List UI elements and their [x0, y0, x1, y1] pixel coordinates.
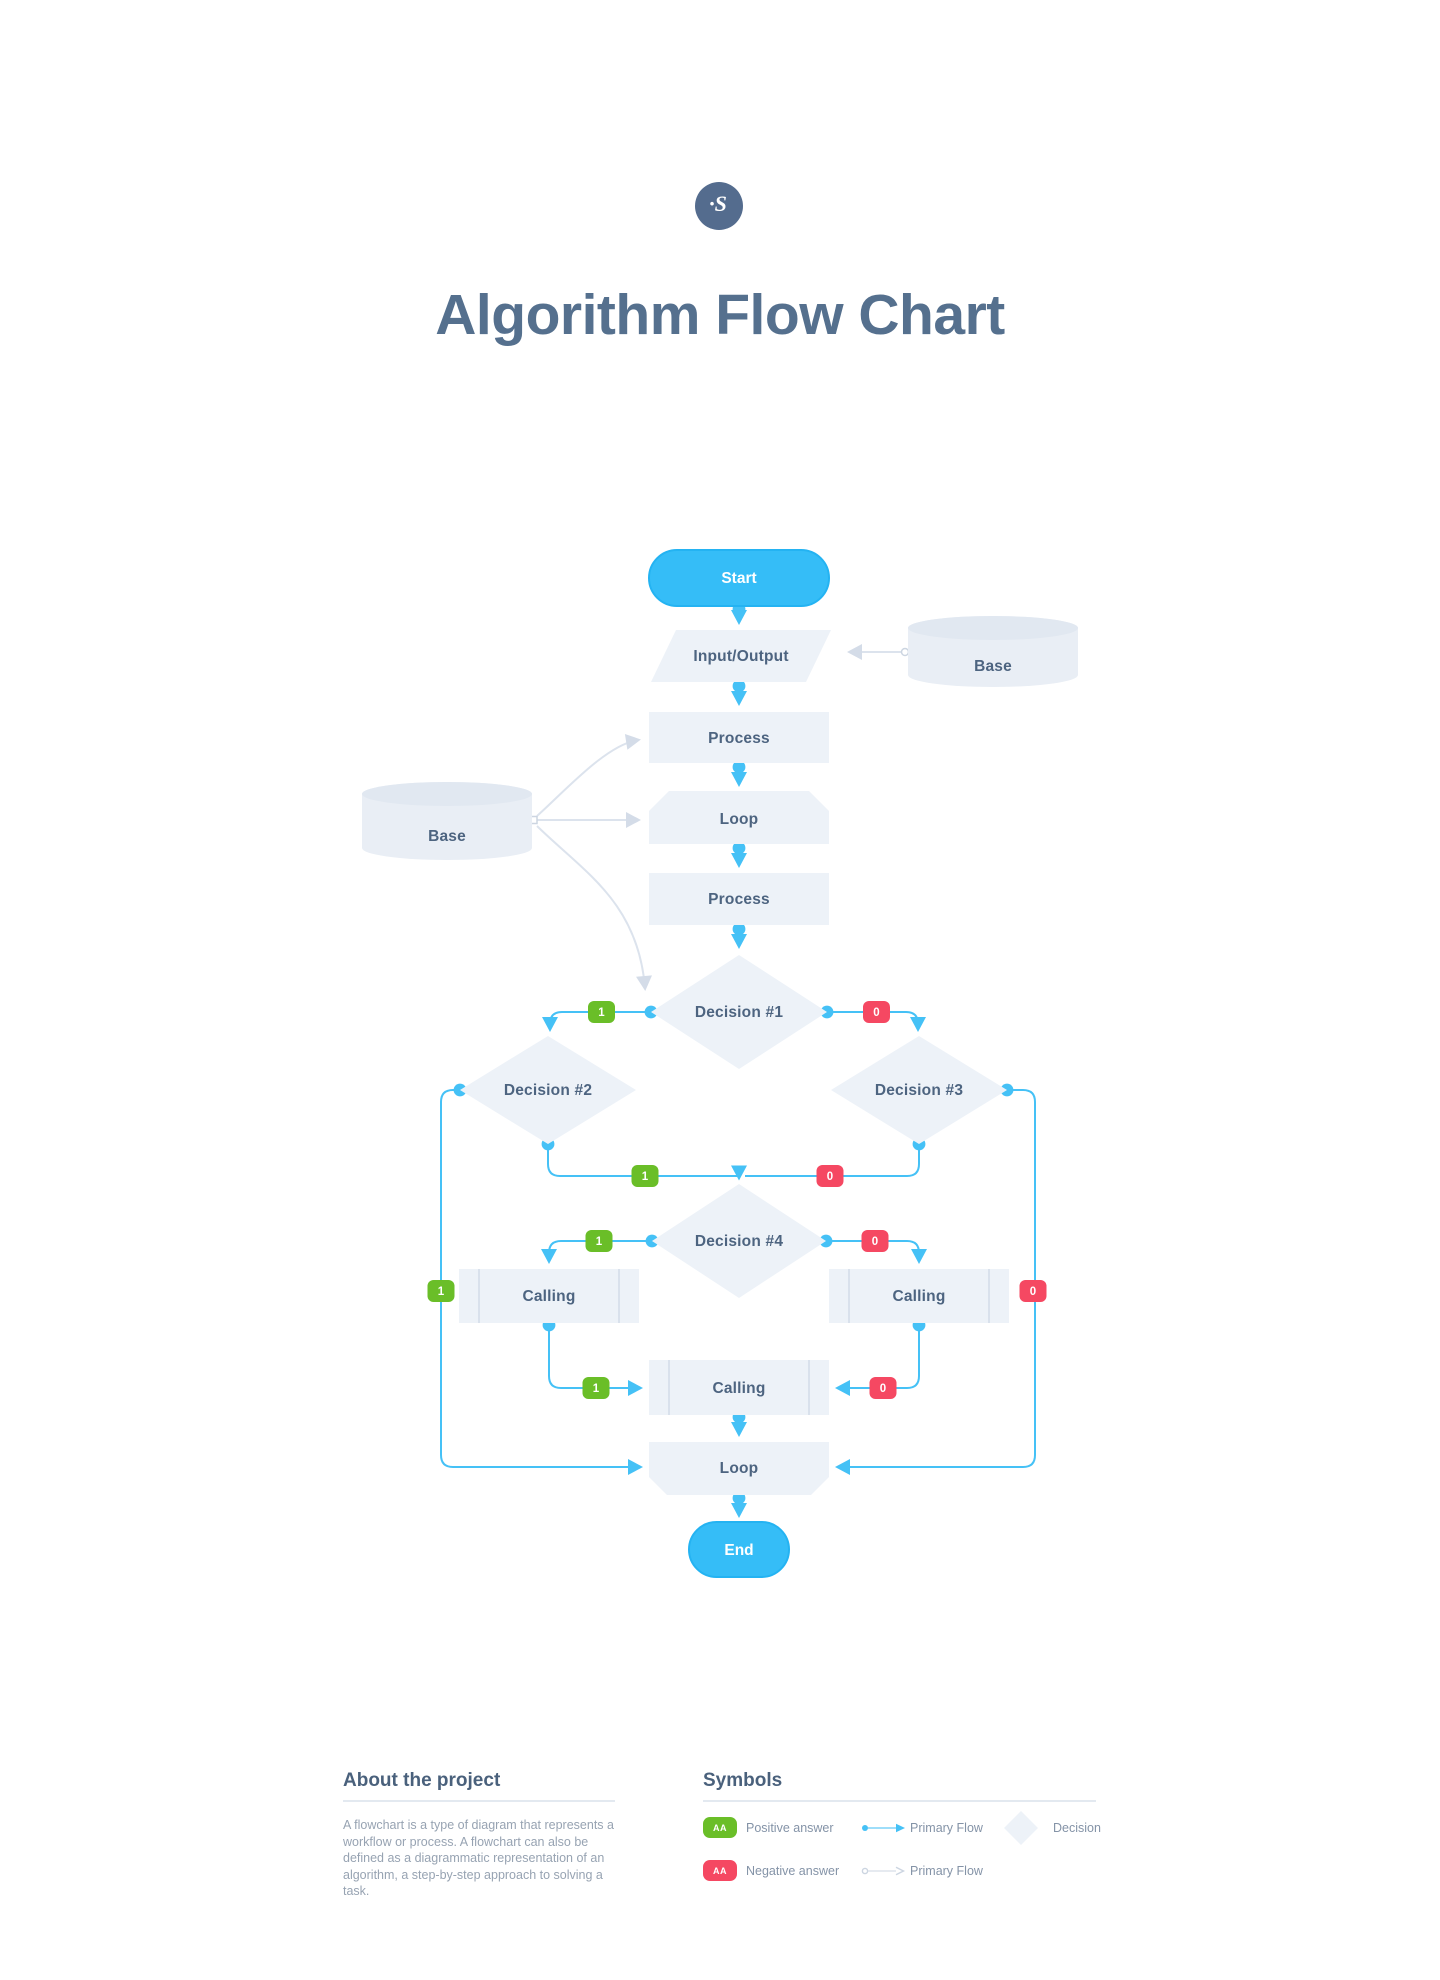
about-section: About the project A flowchart is a type … [343, 1770, 615, 1950]
edge-decision4-yes-to-calling-left [541, 1234, 659, 1264]
edge-decision1-no-to-decision3 [820, 1005, 926, 1032]
svg-text:1: 1 [593, 1383, 600, 1395]
calling-center-node [649, 1360, 829, 1415]
svg-text:1: 1 [598, 1007, 605, 1019]
badge-positive: 1 [631, 1165, 659, 1187]
edge-base-left-to-process1 [536, 733, 641, 817]
edge-decision2-yes-to-loop2 [440, 1083, 643, 1475]
primary-flow-gray-label: Primary Flow [910, 1864, 983, 1878]
about-text: A flowchart is a type of diagram that re… [343, 1818, 614, 1898]
svg-text:0: 0 [827, 1171, 833, 1183]
end-node [688, 1521, 790, 1578]
decision4-node [652, 1184, 826, 1298]
svg-text:1: 1 [438, 1286, 445, 1298]
edge-decision3-no-to-loop2 [835, 1083, 1036, 1475]
flowchart-canvas: Start Input/Output Base Process Loop Bas… [362, 549, 1078, 1578]
process2-node [649, 873, 829, 925]
calling-center-label: Calling [712, 1380, 765, 1397]
edge-decision1-yes-to-decision2 [542, 1005, 658, 1032]
script-s-logo-icon: ·S [709, 191, 727, 216]
process1-node [649, 712, 829, 763]
decision3-node [831, 1036, 1007, 1144]
decision1-node [651, 955, 827, 1069]
process1-label: Process [708, 730, 770, 747]
decision-shape-icon [1004, 1811, 1038, 1845]
edge-calling-right-to-calling-center [835, 1318, 926, 1396]
svg-text:0: 0 [1030, 1286, 1036, 1298]
calling-right-node [829, 1269, 1009, 1323]
edge-calling-left-to-calling-center [542, 1318, 643, 1396]
about-divider [343, 1800, 615, 1802]
symbols-divider [703, 1800, 1096, 1802]
badge-negative: 0 [1019, 1280, 1047, 1302]
input-output-label: Input/Output [693, 648, 788, 665]
primary-flow-arrow-icon [862, 1823, 905, 1833]
svg-text:0: 0 [880, 1383, 886, 1395]
start-node [648, 549, 830, 607]
loop1-node [649, 791, 829, 844]
badge-negative: 0 [861, 1230, 889, 1252]
database-left-label: Base [428, 828, 466, 845]
symbols-heading: Symbols [703, 1770, 783, 1791]
decision-label: Decision [1053, 1821, 1101, 1835]
positive-answer-label: Positive answer [746, 1821, 834, 1835]
loop1-label: Loop [720, 811, 759, 828]
badge-negative: 0 [869, 1377, 897, 1399]
loop2-label: Loop [720, 1460, 759, 1477]
about-heading: About the project [343, 1770, 501, 1791]
symbols-section: Symbols AA Positive answer Primary Flow … [703, 1770, 1103, 1950]
primary-flow-blue-label: Primary Flow [910, 1821, 983, 1835]
decision2-label: Decision #2 [504, 1082, 592, 1099]
decision1-label: Decision #1 [695, 1004, 784, 1021]
page-title: Algorithm Flow Chart [435, 283, 1005, 347]
calling-left-label: Calling [522, 1288, 575, 1305]
svg-text:1: 1 [642, 1171, 649, 1183]
svg-text:1: 1 [596, 1236, 603, 1248]
badge-negative: 0 [863, 1001, 890, 1023]
negative-answer-badge-icon: AA [703, 1860, 737, 1881]
database-right-top [908, 616, 1078, 640]
badge-positive: 1 [582, 1377, 610, 1399]
svg-text:0: 0 [872, 1236, 878, 1248]
end-label: End [724, 1542, 753, 1559]
svg-text:0: 0 [873, 1007, 879, 1019]
badge-negative: 0 [816, 1165, 844, 1187]
calling-right-label: Calling [892, 1288, 945, 1305]
primary-flow-gray-arrow-icon [861, 1866, 906, 1876]
edge-decision4-no-to-calling-right [819, 1234, 927, 1264]
calling-left-node [459, 1269, 639, 1323]
start-label: Start [721, 570, 756, 587]
decision3-label: Decision #3 [875, 1082, 964, 1099]
process2-label: Process [708, 891, 770, 908]
negative-answer-label: Negative answer [746, 1864, 840, 1878]
positive-answer-badge-icon: AA [703, 1817, 737, 1838]
input-output-node [651, 630, 831, 682]
badge-positive: 1 [588, 1001, 615, 1023]
loop2-node [649, 1442, 829, 1495]
badge-positive: 1 [427, 1280, 455, 1302]
database-left-top [362, 782, 532, 806]
connector-ring [900, 647, 910, 657]
edge-base-left-to-decision1 [536, 825, 652, 991]
decision2-node [460, 1036, 636, 1144]
database-right-label: Base [974, 658, 1012, 675]
decision4-label: Decision #4 [695, 1233, 784, 1250]
badge-positive: 1 [585, 1230, 613, 1252]
app-logo: ·S [695, 182, 743, 230]
